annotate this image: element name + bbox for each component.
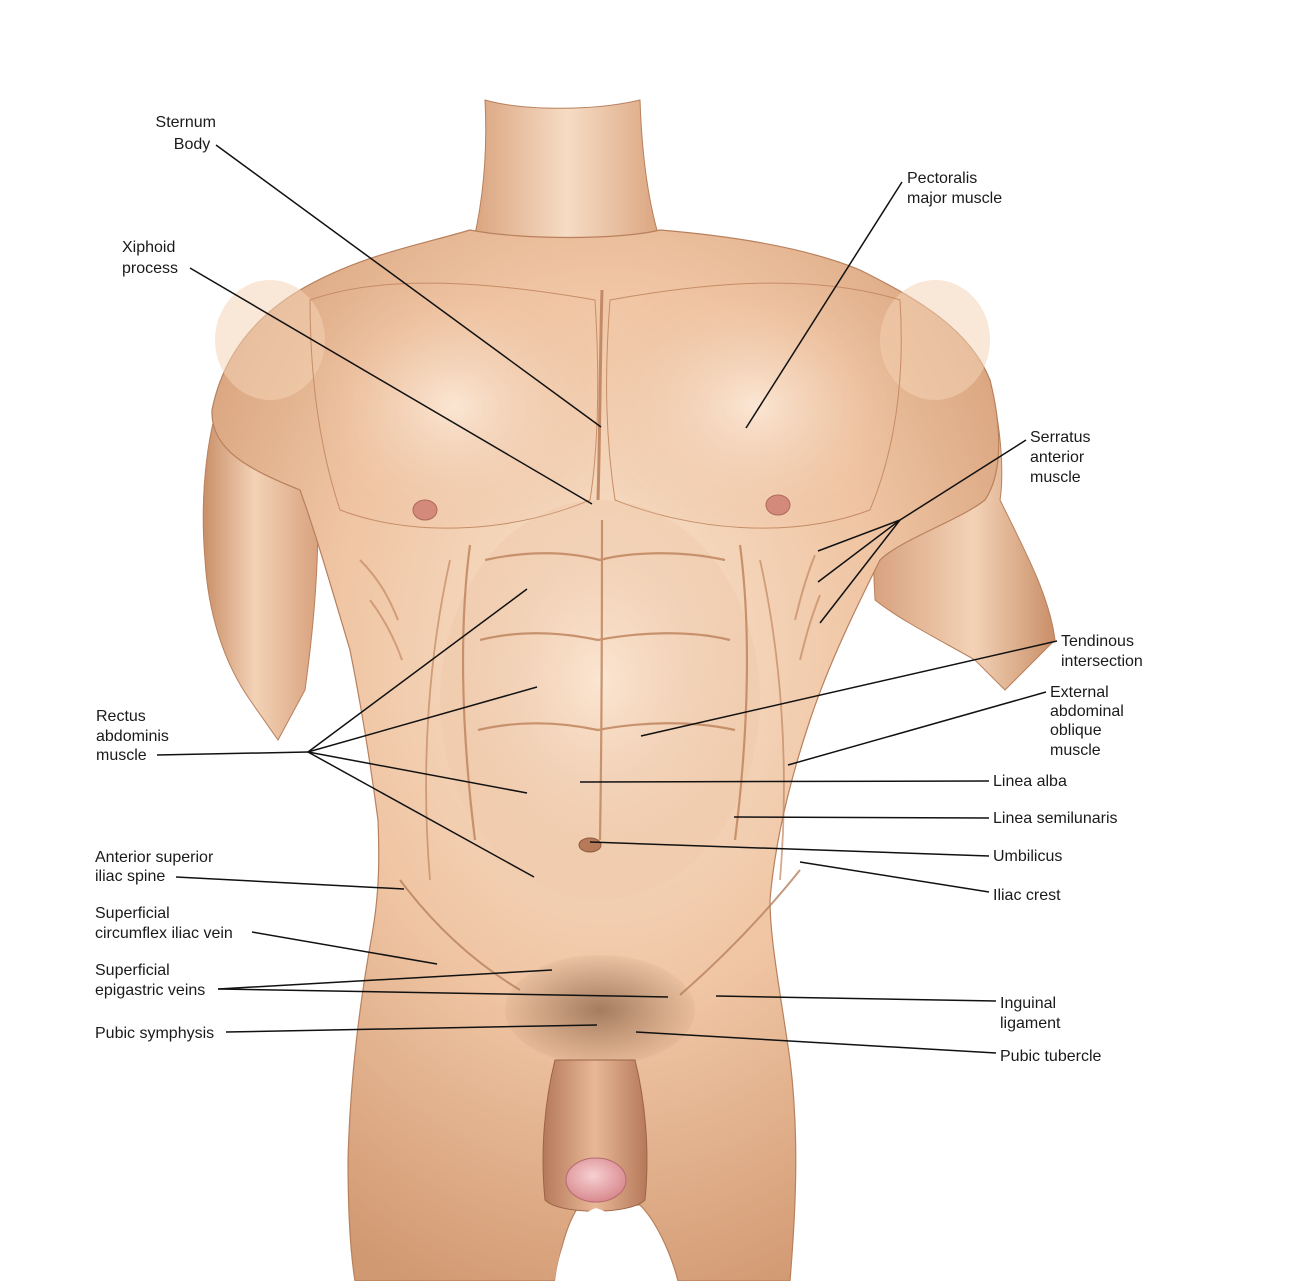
label-rectus-abdominis: Rectus abdominis muscle: [96, 708, 173, 764]
leader-pubic-symphysis: [225, 1024, 598, 1033]
body-silhouette: [202, 99, 1056, 1281]
leader-umbilicus: [589, 841, 990, 857]
label-xiphoid-process: Xiphoid process: [122, 239, 180, 277]
leader-sternum-body: [215, 144, 602, 428]
label-anterior-superior-iliac-spine: Anterior superior iliac spine: [95, 849, 218, 885]
leader-rectus-branch-3: [307, 751, 528, 794]
left-pectoral: [309, 282, 599, 529]
label-linea-semilunaris: Linea semilunaris: [993, 810, 1118, 827]
neck: [469, 99, 666, 256]
leader-pubic-tubercle: [635, 1031, 997, 1054]
leader-serratus-branch-2: [817, 519, 901, 583]
label-superficial-circumflex-iliac-vein: Superficial circumflex iliac vein: [95, 905, 233, 942]
leader-serratus-branch-3: [819, 519, 901, 624]
right-deltoid: [880, 280, 990, 400]
leader-asis: [175, 876, 405, 890]
right-nipple: [765, 494, 791, 516]
leader-epigastric-branch-1: [217, 969, 553, 990]
left-deltoid: [215, 280, 325, 400]
label-tendinous-intersection: Tendinous intersection: [1061, 633, 1143, 670]
label-superficial-epigastric-veins: Superficial epigastric veins: [95, 962, 205, 999]
leader-linea-semilunaris: [733, 816, 990, 819]
leader-rectus-branch-4: [307, 751, 535, 878]
glans: [565, 1157, 627, 1203]
label-external-oblique: External abdominal oblique muscle: [1050, 684, 1128, 759]
label-pubic-symphysis: Pubic symphysis: [95, 1025, 214, 1042]
label-pubic-tubercle: Pubic tubercle: [1000, 1048, 1101, 1065]
leader-rectus-abdominis-main: [156, 751, 309, 756]
labels: Sternum Body Xiphoid process Pectoralis …: [95, 114, 1143, 1065]
label-umbilicus: Umbilicus: [993, 848, 1062, 865]
leader-linea-alba: [579, 780, 990, 783]
leader-pectoralis-major: [745, 181, 903, 429]
pubic-hair: [505, 955, 695, 1065]
label-inguinal-ligament: Inguinal ligament: [1000, 995, 1061, 1032]
umbilicus-mark: [578, 837, 602, 853]
inguinal-creases: [399, 869, 801, 996]
leader-external-oblique: [787, 691, 1047, 766]
leader-rectus-branch-1: [307, 588, 528, 753]
label-iliac-crest: Iliac crest: [993, 887, 1061, 904]
leader-inguinal-ligament: [715, 995, 997, 1002]
serratus-shading: [359, 554, 821, 661]
leader-serratus-branch-1: [817, 519, 901, 552]
leader-iliac-crest: [799, 861, 990, 893]
leader-epigastric-branch-2: [217, 988, 669, 998]
label-pectoralis-major: Pectoralis major muscle: [907, 170, 1002, 207]
oblique-lines: [425, 559, 785, 881]
label-linea-alba: Linea alba: [993, 773, 1067, 790]
leader-serratus-anterior: [899, 439, 1027, 521]
leader-tendinous-intersection: [640, 640, 1058, 737]
leader-rectus-branch-2: [307, 686, 538, 753]
thigh-gap: [555, 1208, 640, 1281]
label-serratus-anterior: Serratus anterior muscle: [1030, 429, 1095, 486]
right-pectoral: [606, 282, 902, 529]
abdomen-highlight: [440, 500, 760, 900]
sternum-groove: [596, 289, 604, 501]
leader-circumflex-iliac-vein: [251, 931, 438, 965]
left-nipple: [412, 499, 438, 521]
label-sternum-body: Sternum Body: [156, 114, 221, 153]
leader-xiphoid-process: [189, 267, 593, 505]
leader-lines: [156, 144, 1058, 1054]
